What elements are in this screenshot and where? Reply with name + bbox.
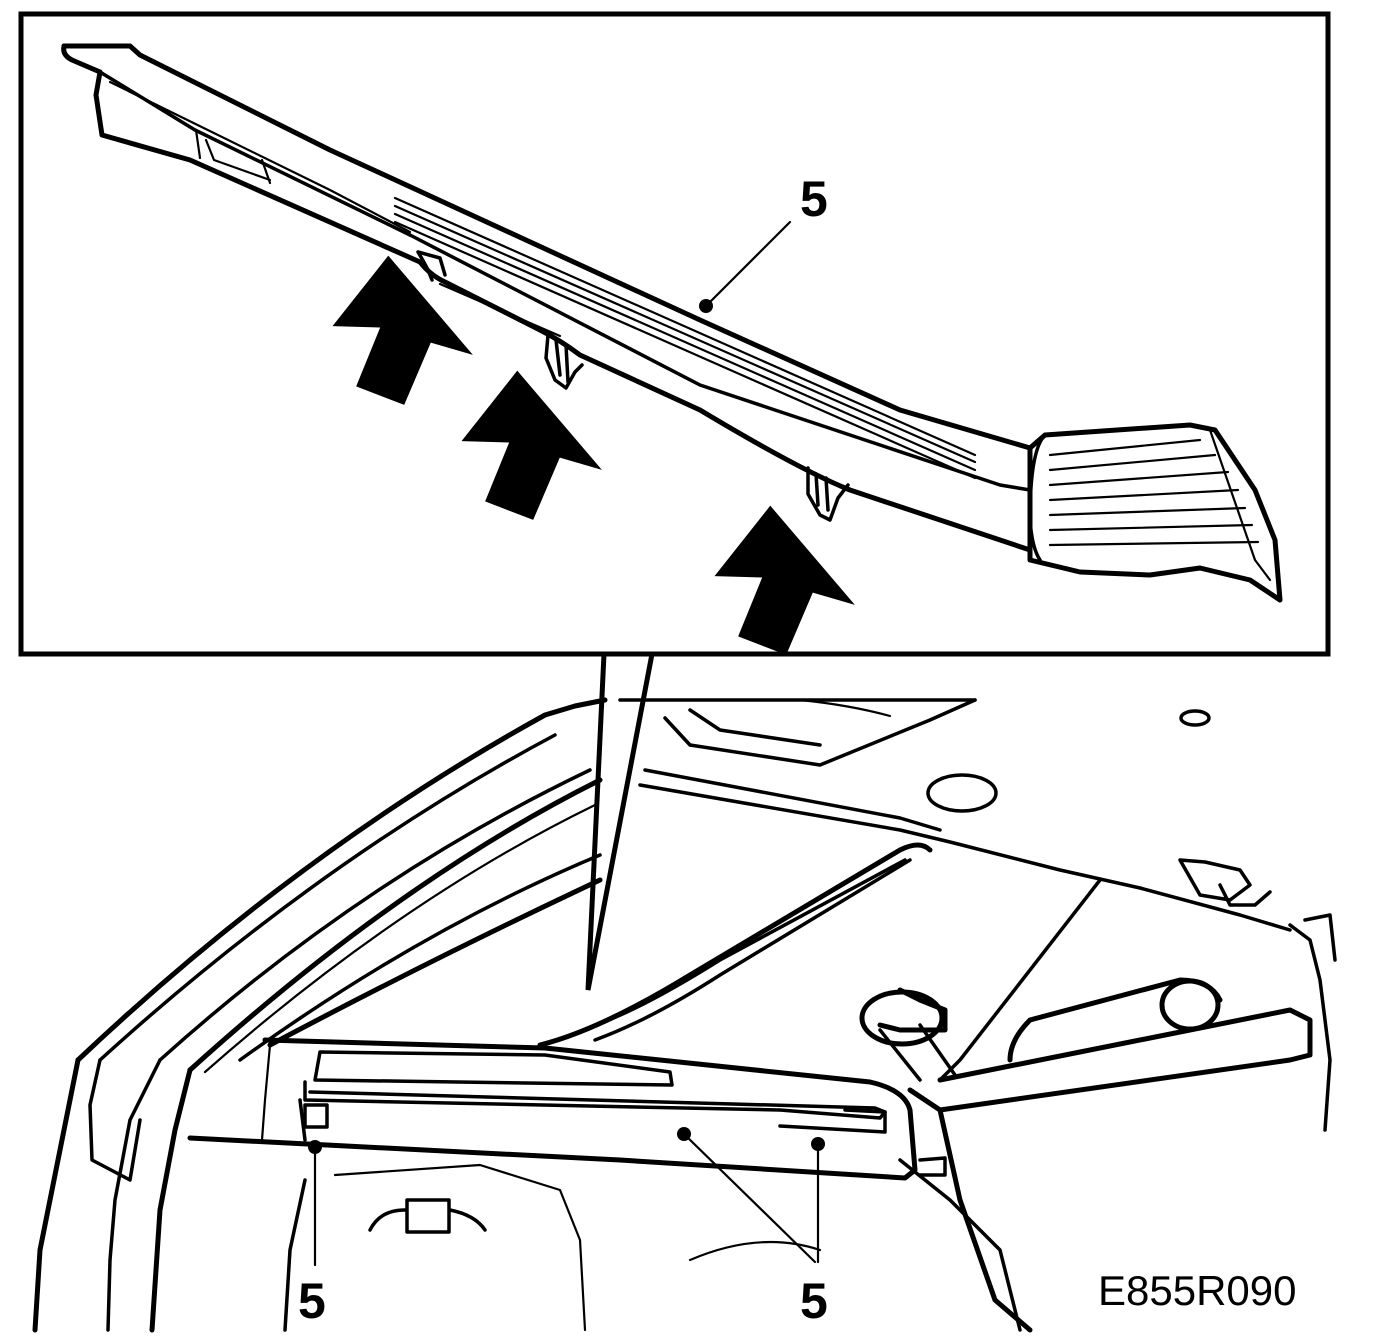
seat-headrest bbox=[1159, 978, 1221, 1032]
push-arrows bbox=[332, 255, 855, 655]
clip-square bbox=[303, 1103, 329, 1129]
trim-panel-strip bbox=[61, 43, 1283, 603]
detail-frame bbox=[18, 11, 1331, 657]
car-interior: 5 5 bbox=[32, 697, 1337, 1333]
roof-hole bbox=[926, 773, 998, 813]
figure-code: E855R090 bbox=[1098, 1267, 1297, 1314]
part-label-right: 5 bbox=[800, 1273, 828, 1329]
push-arrow-icon bbox=[714, 505, 855, 655]
detail-inset: 5 bbox=[18, 11, 1331, 657]
part-label-left: 5 bbox=[298, 1273, 326, 1329]
leader-line-right bbox=[682, 1132, 820, 1264]
push-arrow-icon bbox=[332, 255, 473, 405]
detail-leader-dot bbox=[699, 299, 713, 313]
belt-guide bbox=[859, 989, 945, 1047]
detail-leader-line bbox=[704, 220, 792, 308]
detail-part-label: 5 bbox=[800, 171, 828, 227]
trim-panel-installed bbox=[187, 1037, 947, 1181]
roof-hole-small bbox=[1179, 709, 1211, 727]
push-arrow-icon bbox=[461, 370, 602, 520]
latch bbox=[405, 1198, 451, 1234]
inset-pointer bbox=[585, 653, 655, 991]
